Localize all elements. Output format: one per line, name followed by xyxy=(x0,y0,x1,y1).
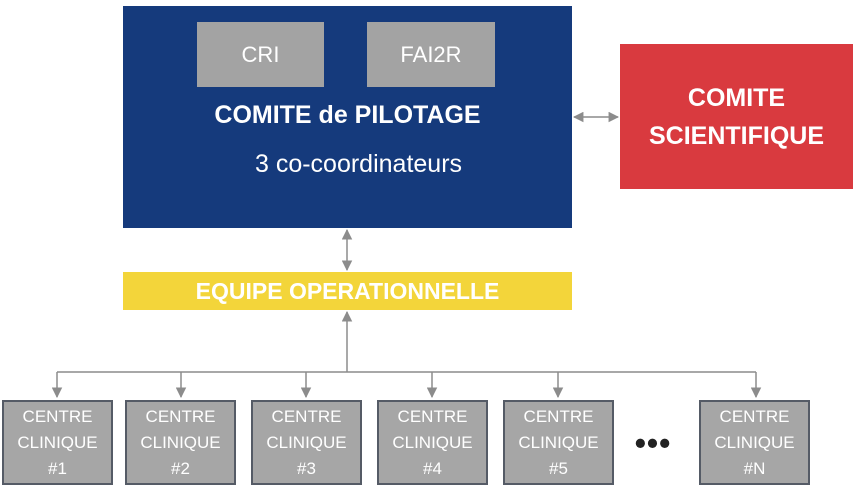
centre-line1: CENTRE xyxy=(271,406,342,426)
comite-scientifique-box: COMITE SCIENTIFIQUE xyxy=(620,44,853,189)
centre-number: #1 xyxy=(48,458,67,478)
centre-clinique-5: CENTRE CLINIQUE #5 xyxy=(503,400,614,485)
centre-clinique-4: CENTRE CLINIQUE #4 xyxy=(377,400,488,485)
centre-line1: CENTRE xyxy=(145,406,216,426)
centre-line1: CENTRE xyxy=(523,406,594,426)
centre-number: #N xyxy=(743,458,766,478)
centre-clinique-n: CENTRE CLINIQUE #N xyxy=(699,400,810,485)
centre-line2: CLINIQUE xyxy=(714,432,795,452)
centre-number: #4 xyxy=(423,458,442,478)
centre-clinique-1: CENTRE CLINIQUE #1 xyxy=(2,400,113,485)
comite-pilotage-box: CRI FAI2R COMITE de PILOTAGE 3 co-coordi… xyxy=(123,6,572,228)
centre-line1: CENTRE xyxy=(719,406,790,426)
centre-line2: CLINIQUE xyxy=(392,432,473,452)
centre-number: #5 xyxy=(549,458,568,478)
centre-line1: CENTRE xyxy=(22,406,93,426)
equipe-operationnelle-box: EQUIPE OPERATIONNELLE xyxy=(123,272,572,310)
centre-line2: CLINIQUE xyxy=(266,432,347,452)
comite-scientifique-line1: COMITE xyxy=(687,83,786,112)
cri-badge: CRI xyxy=(197,22,324,87)
centre-clinique-2: CENTRE CLINIQUE #2 xyxy=(125,400,236,485)
comite-scientifique-line2: SCIENTIFIQUE xyxy=(648,121,824,150)
fai2r-badge: FAI2R xyxy=(367,22,495,87)
centre-line2: CLINIQUE xyxy=(17,432,98,452)
centre-line2: CLINIQUE xyxy=(518,432,599,452)
centre-number: #2 xyxy=(171,458,190,478)
centre-number: #3 xyxy=(297,458,316,478)
centre-line2: CLINIQUE xyxy=(140,432,221,452)
comite-pilotage-subtitle: 3 co-coordinateurs xyxy=(254,150,463,178)
centre-line1: CENTRE xyxy=(397,406,468,426)
comite-pilotage-title: COMITE de PILOTAGE xyxy=(214,101,481,129)
ellipsis-more-centres: ••• xyxy=(634,425,672,461)
centre-clinique-3: CENTRE CLINIQUE #3 xyxy=(251,400,362,485)
